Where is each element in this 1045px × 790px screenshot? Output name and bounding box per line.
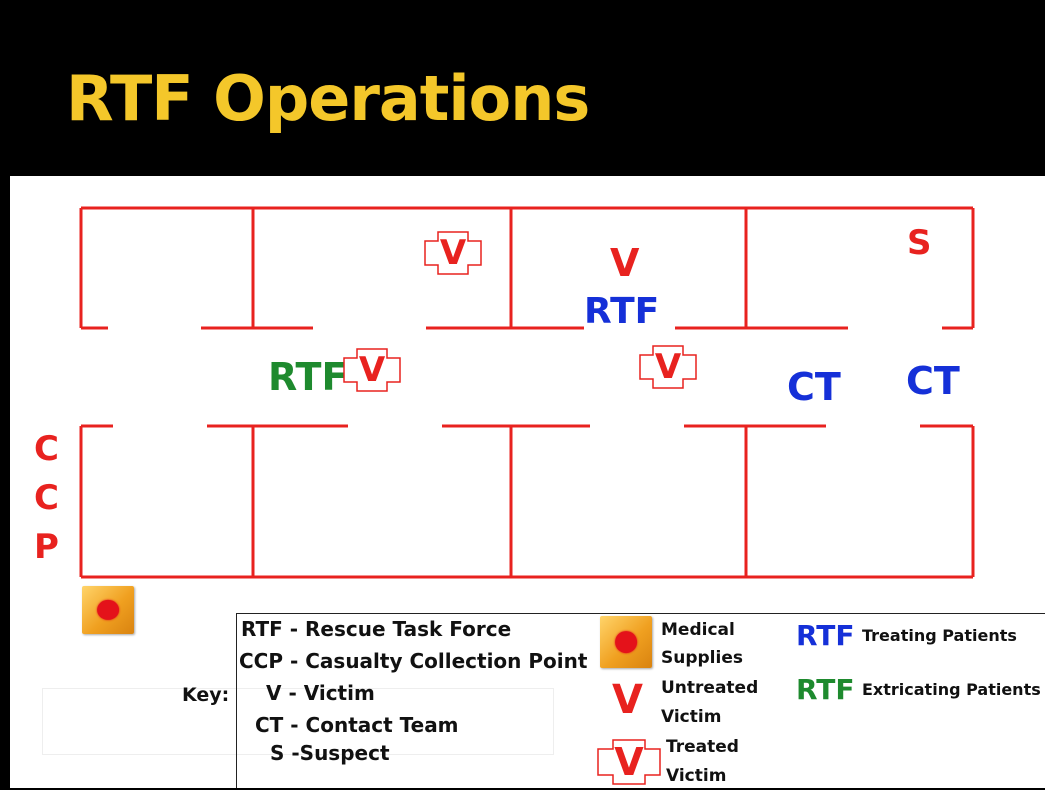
- treated-victim-letter: V: [614, 740, 644, 784]
- floor-plan-walls: [79, 206, 975, 579]
- legend-definition: RTF - Rescue Task Force: [241, 617, 512, 641]
- contact-team-marker: CT: [906, 359, 960, 403]
- legend-definition: S -Suspect: [270, 741, 390, 765]
- floor-plan-canvas: C C P S V RTF RTF CT CT V V V Key: RTF -…: [10, 176, 1045, 788]
- walls: [79, 206, 975, 579]
- treated-victim-letter: V: [358, 350, 386, 390]
- medical-supplies-icon: [600, 616, 652, 668]
- treated-victim-marker: V: [639, 345, 697, 389]
- treated-outline-icon: [343, 348, 401, 392]
- legend-rtf-extricating-symbol: RTF: [796, 673, 855, 706]
- legend-box: [236, 613, 1045, 788]
- legend-medical-label: Medical: [661, 620, 735, 640]
- treated-outline-icon: [424, 231, 482, 275]
- page-title: RTF Operations: [66, 62, 590, 135]
- suspect-marker: S: [907, 223, 932, 263]
- ccp-letter: C: [34, 478, 59, 518]
- contact-team-marker: CT: [787, 365, 841, 409]
- legend-rtf-extricating-label: Extricating Patients: [862, 680, 1041, 699]
- background-frame: [42, 688, 554, 755]
- legend-treated-label: Treated: [666, 737, 739, 757]
- ccp-letter: P: [34, 527, 59, 567]
- rtf-extricating-marker: RTF: [268, 355, 348, 399]
- treated-victim-letter: V: [439, 233, 467, 273]
- legend-rtf-treating-symbol: RTF: [796, 619, 855, 652]
- left-border: [0, 176, 10, 788]
- legend-definition: CT - Contact Team: [255, 713, 459, 737]
- header: RTF Operations: [0, 0, 1045, 176]
- rtf-treating-marker: RTF: [584, 291, 660, 332]
- ccp-letter: C: [34, 429, 59, 469]
- treated-victim-marker: V: [424, 231, 482, 275]
- legend-definition: CCP - Casualty Collection Point: [239, 649, 588, 673]
- treated-outline-icon: [597, 739, 661, 785]
- treated-victim-marker: V: [343, 348, 401, 392]
- untreated-victim-marker: V: [610, 241, 640, 285]
- legend-untreated-symbol: V: [612, 677, 643, 723]
- legend-untreated-label: Untreated: [661, 678, 759, 698]
- legend-medical-label: Supplies: [661, 648, 743, 668]
- key-label: Key:: [182, 684, 230, 706]
- legend-definition: V - Victim: [266, 681, 375, 705]
- medical-supplies-icon: [82, 586, 134, 634]
- legend-treated-symbol: V: [597, 739, 661, 785]
- legend-untreated-label: Victim: [661, 707, 722, 727]
- treated-victim-letter: V: [654, 347, 682, 387]
- legend-rtf-treating-label: Treating Patients: [862, 626, 1017, 645]
- treated-outline-icon: [639, 345, 697, 389]
- legend-treated-label: Victim: [666, 766, 727, 786]
